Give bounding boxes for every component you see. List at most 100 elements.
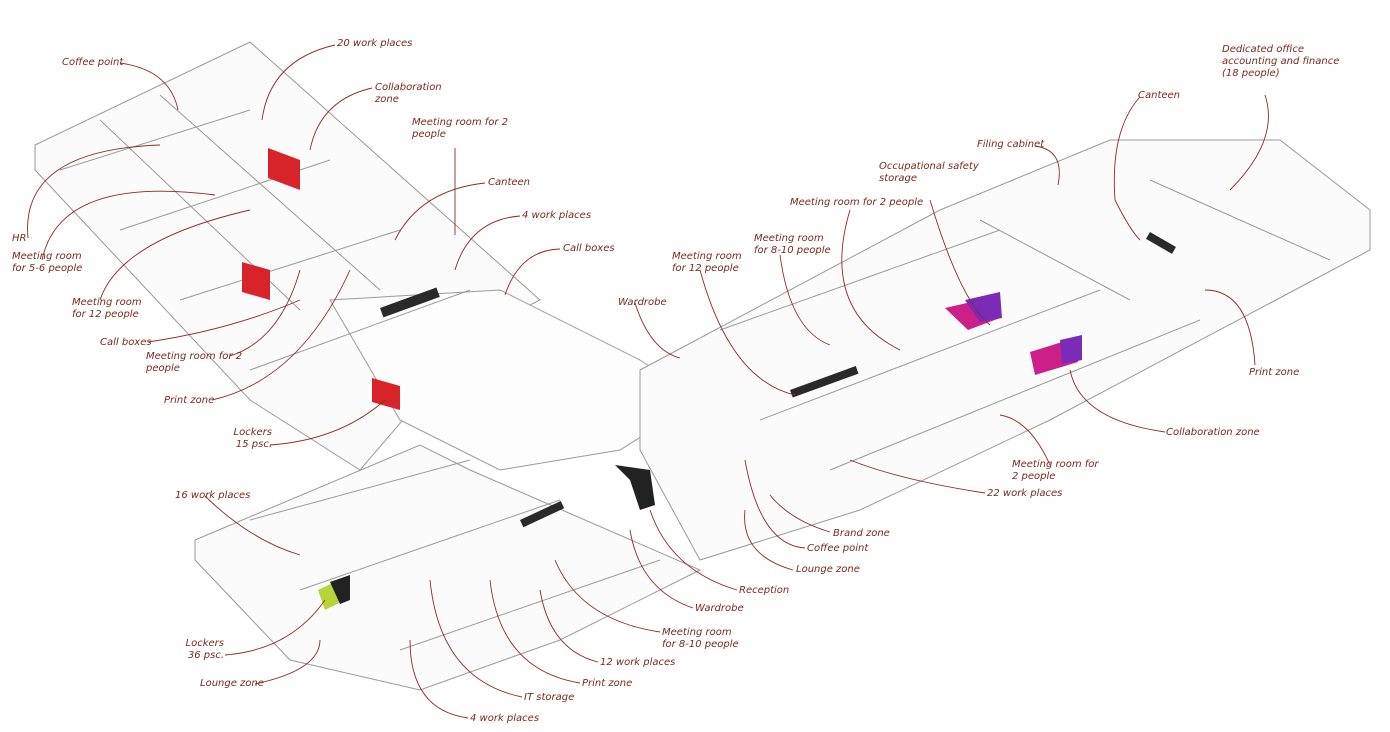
leader-lockers-15 <box>269 399 386 446</box>
label-filing-cabinet: Filing cabinet <box>977 139 1045 150</box>
partition <box>979 219 1131 301</box>
label-meeting-room-8-10-bottom: Meeting room for 8-10 people <box>662 627 739 650</box>
label-print-zone-bottom: Print zone <box>582 678 633 689</box>
leader-4-work-places-top <box>454 215 521 271</box>
label-call-boxes: Call boxes <box>563 243 615 254</box>
label-collaboration-zone-right: Collaboration zone <box>1166 427 1260 438</box>
lockers-red-left <box>242 262 270 300</box>
leader-reception <box>649 509 738 591</box>
label-16-work-places: 16 work places <box>175 490 251 501</box>
label-12-work-places: 12 work places <box>600 657 676 668</box>
label-lounge-zone-left: Lounge zone <box>200 678 264 689</box>
label-22-work-places: 22 work places <box>987 488 1063 499</box>
leader-collaboration-zone-top <box>309 87 373 151</box>
label-collaboration-zone: Collaboration zone <box>375 82 442 105</box>
dark-wall <box>1146 231 1176 254</box>
leader-call-boxes-left <box>147 299 301 343</box>
label-canteen-right: Canteen <box>1138 90 1181 101</box>
label-canteen: Canteen <box>488 177 531 188</box>
bottom-wing-floor <box>194 444 702 691</box>
label-20-work-places: 20 work places <box>337 38 413 49</box>
label-meeting-room-2-left: Meeting room for 2 people <box>146 351 243 374</box>
leader-print-zone-left <box>211 269 351 401</box>
dark-wall <box>379 287 440 318</box>
label-occupational-safety: Occupational safety storage <box>879 161 979 184</box>
right-wing-floor <box>639 139 1371 561</box>
leader-4-work-places-bottom <box>409 639 469 719</box>
label-meeting-room-for-2: Meeting room for 2 people <box>412 117 509 140</box>
leader-brand-zone <box>769 494 831 533</box>
leader-meeting-room-8-10-top <box>779 254 831 346</box>
partition <box>179 229 401 301</box>
leader-canteen-left <box>394 182 486 241</box>
leader-filing-cabinet <box>1034 145 1060 186</box>
leader-meeting-room-2-right <box>999 414 1051 466</box>
leader-print-zone-right <box>1204 289 1256 366</box>
leader-meeting-room-2-center <box>841 209 901 351</box>
leader-meeting-room-12-left <box>99 209 251 301</box>
leader-wardrobe-top <box>634 302 681 359</box>
partition <box>59 109 251 171</box>
partition <box>829 319 1201 471</box>
label-meeting-room-8-10-top: Meeting room for 8-10 people <box>754 233 831 256</box>
label-4-work-places: 4 work places <box>522 210 592 221</box>
label-meeting-room-12: Meeting room for 12 people <box>72 297 142 320</box>
leader-call-boxes-right <box>504 248 561 296</box>
lockers-red-top <box>268 148 300 190</box>
dark-wall <box>519 500 565 528</box>
dark-wall <box>790 366 859 398</box>
label-reception: Reception <box>739 585 790 596</box>
leader-16-work-places <box>204 495 301 556</box>
leader-meeting-room-2-left <box>229 269 301 357</box>
lockers-purple-a <box>965 292 1002 322</box>
leader-meeting-room-12-center <box>699 269 796 396</box>
reception-desk <box>615 465 655 510</box>
partition <box>159 94 381 291</box>
leader-meeting-room-5-6 <box>41 190 216 261</box>
label-dedicated-office: Dedicated office accounting and finance … <box>1222 44 1340 79</box>
leader-print-zone-bottom <box>489 579 581 684</box>
leader-hr <box>27 144 161 239</box>
label-lockers-15: Lockers 15 psc. <box>233 427 272 450</box>
label-coffee-point: Coffee point <box>62 57 124 68</box>
leader-12-work-places <box>539 589 599 663</box>
partition <box>759 289 1101 421</box>
lockers-dark <box>330 575 350 604</box>
partition <box>719 229 1001 331</box>
label-print-zone-left: Print zone <box>164 395 215 406</box>
partition <box>249 289 471 371</box>
label-brand-zone: Brand zone <box>833 528 890 539</box>
leader-lounge-zone-left <box>254 639 321 685</box>
label-meeting-room-5-6: Meeting room for 5-6 people <box>12 251 83 274</box>
label-hr: HR <box>12 233 27 244</box>
label-coffee-point-bottom: Coffee point <box>807 543 869 554</box>
leader-22-work-places <box>849 459 986 494</box>
label-lounge-zone-center: Lounge zone <box>796 564 860 575</box>
leader-coffee-point-bottom <box>744 459 806 549</box>
label-wardrobe-bottom: Wardrobe <box>695 603 744 614</box>
leader-lounge-zone-center <box>744 509 794 571</box>
leader-collaboration-zone-right <box>1069 369 1166 433</box>
leader-20-work-places <box>261 44 336 121</box>
label-4-work-places-bottom: 4 work places <box>470 713 540 724</box>
leader-lockers-36 <box>224 599 326 656</box>
leader-canteen-right <box>1113 96 1141 241</box>
leader-occupational-safety <box>929 199 991 326</box>
leader-dedicated-office <box>1229 94 1269 191</box>
leader-coffee-point-top <box>119 62 179 111</box>
partition <box>1149 179 1331 261</box>
leader-wardrobe-bottom <box>629 529 694 609</box>
label-call-boxes-left: Call boxes <box>100 337 152 348</box>
label-lockers-36: Lockers 36 psc. <box>185 638 224 661</box>
label-print-zone-right: Print zone <box>1249 367 1300 378</box>
lockers-red-center <box>372 378 400 410</box>
leader-it-storage <box>429 579 523 698</box>
leader-meeting-room-8-10-bottom <box>554 559 661 633</box>
label-it-storage: IT storage <box>524 692 575 703</box>
partition <box>249 459 471 521</box>
label-meeting-room-2-center: Meeting room for 2 people <box>790 197 924 208</box>
label-meeting-room-2-right: Meeting room for 2 people <box>1012 459 1099 482</box>
lockers-purple-b <box>1060 335 1082 364</box>
